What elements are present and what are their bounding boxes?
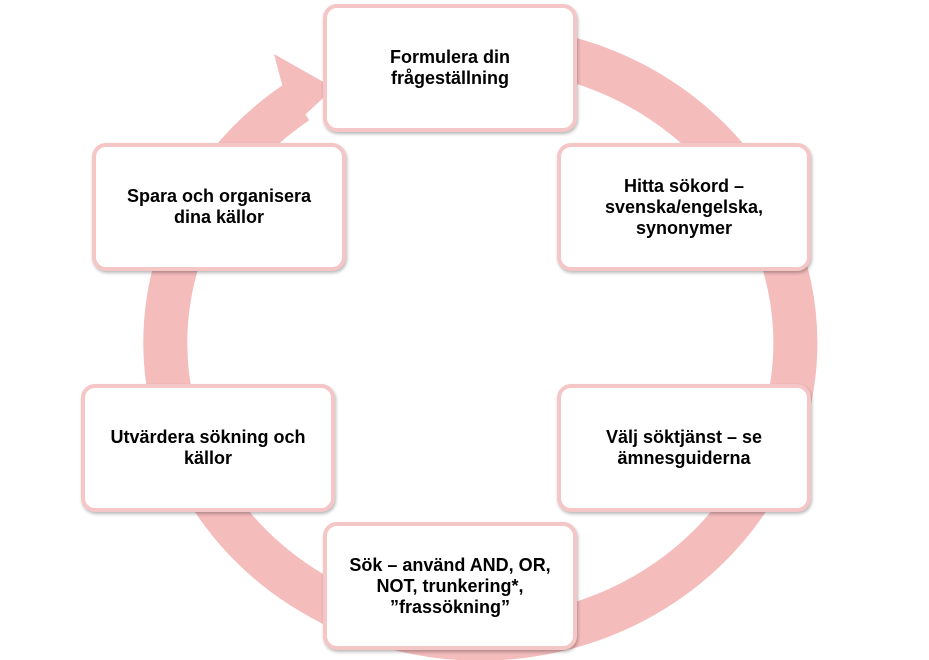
- step-box-save-organize-sources: Spara och organisera dina källor: [92, 143, 346, 271]
- step-label: Hitta sökord – svenska/engelska, synonym…: [604, 175, 764, 238]
- step-label: Spara och organisera dina källor: [126, 186, 312, 227]
- step-box-search-operators: Sök – använd AND, OR, NOT, trunkering*, …: [323, 522, 577, 650]
- step-label: Sök – använd AND, OR, NOT, trunkering*, …: [349, 554, 551, 617]
- step-box-find-keywords: Hitta sökord – svenska/engelska, synonym…: [557, 143, 811, 271]
- step-label: Välj söktjänst – se ämnesguiderna: [605, 427, 763, 468]
- step-box-choose-search-service: Välj söktjänst – se ämnesguiderna: [557, 384, 811, 512]
- cycle-arrow-head-icon: [274, 54, 334, 126]
- step-label: Utvärdera sökning och källor: [110, 427, 306, 468]
- step-box-evaluate-sources: Utvärdera sökning och källor: [81, 384, 335, 512]
- step-box-formulate-question: Formulera din frågeställning: [323, 4, 577, 132]
- step-label: Formulera din frågeställning: [389, 47, 510, 88]
